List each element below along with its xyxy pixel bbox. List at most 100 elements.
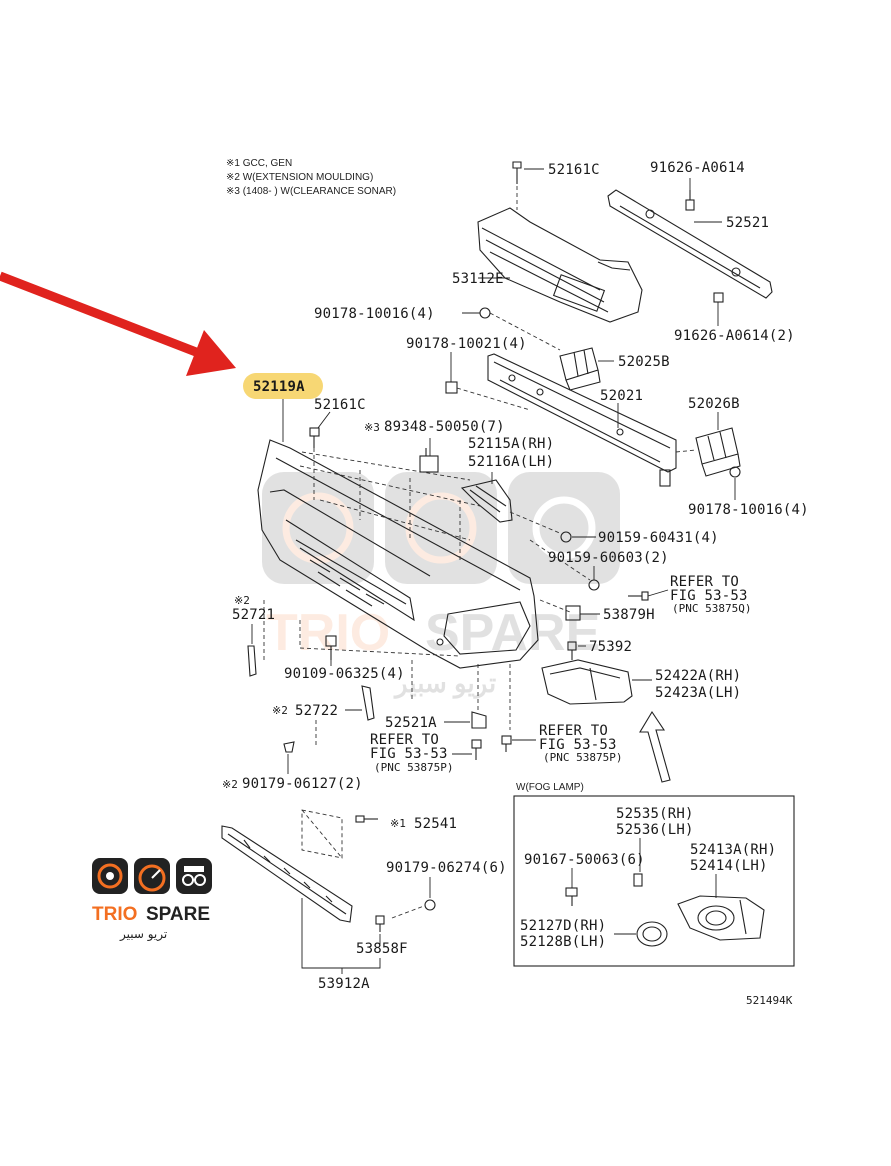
label-90179-06127-mark: ※2 [222, 778, 238, 791]
label-52722: 52722 [295, 703, 338, 719]
part-52521-drawing [607, 189, 773, 299]
label-90167: 90167-50063(6) [524, 852, 645, 868]
label-53858F: 53858F [356, 941, 408, 957]
clip-53858F [375, 915, 385, 932]
bolt-52161C-top [512, 161, 522, 184]
clip-52535 [633, 873, 643, 887]
label-52535: 52535(RH) [616, 806, 694, 822]
label-90179-06127: 90179-06127(2) [242, 776, 363, 792]
bolt-75392 [567, 641, 577, 660]
label-52161C-mid: 52161C [314, 397, 366, 413]
brand-logo: TRIO SPARE تريو سبير [92, 858, 212, 942]
label-52116A: 52116A(LH) [468, 454, 554, 470]
label-53912A: 53912A [318, 976, 370, 992]
part-52413A-fog-lamp [677, 895, 765, 941]
note-1: ※1 GCC, GEN [226, 158, 292, 169]
label-52521A: 52521A [385, 715, 437, 731]
bolt-52541 [355, 815, 378, 823]
part-52422A-cover [541, 659, 633, 705]
part-52119A-bumper-cover [257, 439, 539, 669]
label-52021: 52021 [600, 388, 643, 404]
label-52127D: 52127D(RH) [520, 918, 606, 934]
nut-90159-60431 [560, 531, 572, 543]
part-53912A-moulding [221, 825, 353, 923]
label-52413A: 52413A(RH) [690, 842, 776, 858]
label-52423A: 52423A(LH) [655, 685, 741, 701]
label-52115A: 52115A(RH) [468, 436, 554, 452]
label-91626-A0614-2: 91626-A0614(2) [674, 328, 795, 344]
label-52026B: 52026B [688, 396, 740, 412]
note-3: ※3 (1408- ) W(CLEARANCE SONAR) [226, 186, 396, 197]
watermark-spare: SPARE [425, 604, 600, 662]
logo-engine-icon [176, 858, 212, 894]
bolt-refer-p-right [501, 735, 512, 752]
label-refer2-c: (PNC 53875P) [374, 761, 453, 774]
label-52119A: 52119A [253, 379, 305, 395]
part-52025B-drawing [559, 347, 601, 391]
part-52127D-ring [636, 921, 668, 947]
label-refer3-a: REFER TO [539, 723, 608, 739]
watermark-arabic: تريو سبير [393, 668, 496, 699]
label-53112E: 53112E [452, 271, 504, 287]
bolt-refer-p-left [471, 739, 482, 760]
label-figure-code: 521494K [746, 994, 793, 1007]
nut-90178-10016-b [729, 466, 741, 478]
label-refer1-c: (PNC 53875Q) [672, 602, 751, 615]
label-52721: 52721 [232, 607, 275, 623]
label-89348: 89348-50050(7) [384, 419, 505, 435]
pointer-arrow-icon [0, 271, 236, 376]
label-52422A: 52422A(RH) [655, 668, 741, 684]
part-52521A-bracket [471, 711, 487, 729]
logo-trio: TRIO [92, 904, 137, 925]
part-52721-moulding [247, 645, 257, 677]
note-2: ※2 W(EXTENSION MOULDING) [226, 172, 373, 183]
label-refer2-b: FIG 53-53 [370, 746, 448, 762]
clip-90179-06127 [283, 741, 295, 753]
part-52026B-drawing [695, 427, 741, 477]
label-refer1-a: REFER TO [670, 574, 739, 590]
nut-90178-10016-a [479, 307, 491, 319]
bolt-52161C-mid [309, 427, 320, 448]
part-53112E-drawing [477, 207, 643, 323]
bolt-91626-A0614 [685, 190, 695, 211]
watermark: TRIO SPARE تريو سبير [262, 472, 620, 699]
label-90178-10016-b: 90178-10016(4) [688, 502, 809, 518]
label-52722-mark: ※2 [272, 704, 288, 717]
label-52414: 52414(LH) [690, 858, 768, 874]
bolt-90109-06325 [325, 635, 337, 660]
label-refer1-b: FIG 53-53 [670, 588, 748, 604]
part-52115A-bracket [460, 479, 513, 523]
label-52128B: 52128B(LH) [520, 934, 606, 950]
direction-arrow-icon [639, 710, 671, 783]
bolt-91626-A0614-2 [713, 292, 724, 303]
bolt-90167 [565, 887, 578, 906]
label-53879H: 53879H [603, 607, 655, 623]
label-fog-title: W(FOG LAMP) [516, 782, 584, 793]
label-91626-A0614: 91626-A0614 [650, 160, 745, 176]
part-52722-moulding [361, 685, 375, 721]
label-52161C-top: 52161C [548, 162, 600, 178]
part-89348-sensor [419, 448, 439, 473]
label-refer3-b: FIG 53-53 [539, 737, 617, 753]
fog-lamp-box [513, 795, 795, 967]
label-52025B: 52025B [618, 354, 670, 370]
label-52536: 52536(LH) [616, 822, 694, 838]
watermark-trio: TRIO [266, 604, 390, 662]
part-52021-drawing [487, 353, 677, 487]
watermark-icon-1 [262, 472, 374, 584]
label-52541-mark: ※1 [390, 817, 406, 830]
highlight-badge [243, 373, 323, 399]
logo-spare: SPARE [146, 904, 210, 925]
label-52721-mark: ※2 [234, 594, 250, 607]
label-52521: 52521 [726, 215, 769, 231]
label-90179-06274: 90179-06274(6) [386, 860, 507, 876]
label-90159-60431: 90159-60431(4) [598, 530, 719, 546]
label-90109: 90109-06325(4) [284, 666, 405, 682]
label-52541: 52541 [414, 816, 457, 832]
label-refer3-c: (PNC 53875P) [543, 751, 622, 764]
part-52541-plate [301, 809, 343, 859]
label-90159-60603: 90159-60603(2) [548, 550, 669, 566]
label-90178-10016-a: 90178-10016(4) [314, 306, 435, 322]
nut-90178-10021 [445, 381, 458, 394]
